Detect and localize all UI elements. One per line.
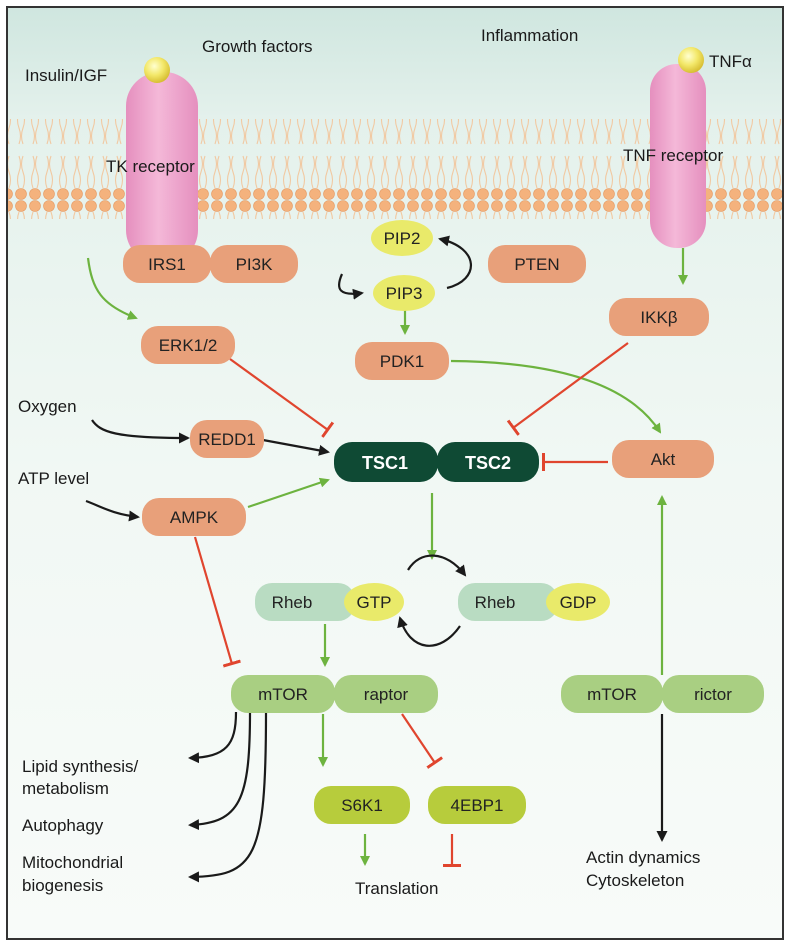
node-pip3: PIP3 [373, 275, 435, 311]
node-gtp-label: GTP [357, 593, 392, 612]
node-4ebp1: 4EBP1 [428, 786, 526, 824]
node-tsc2-label: TSC2 [465, 453, 511, 473]
node-akt-label: Akt [651, 450, 676, 469]
node-ikkb: IKKβ [609, 298, 709, 336]
node-erk: ERK1/2 [141, 326, 235, 364]
arrow-mtor-lipid [188, 711, 238, 764]
label-lipid-1: Lipid synthesis/ [22, 757, 139, 776]
label-mito-1: Mitochondrial [22, 853, 123, 872]
arrow-atp-ampk [85, 499, 140, 522]
node-ampk: AMPK [142, 498, 246, 536]
inhibit-ikkb-tsc [506, 342, 629, 436]
node-s6k1: S6K1 [314, 786, 410, 824]
node-irs1-label: IRS1 [148, 255, 186, 274]
node-pdk1-label: PDK1 [380, 352, 424, 371]
node-s6k1-label: S6K1 [341, 796, 383, 815]
node-pi3k-label: PI3K [236, 255, 274, 274]
arrow-ampk-tsc [247, 477, 330, 509]
node-redd1-label: REDD1 [198, 430, 256, 449]
arrow-pip2-pip3 [337, 273, 364, 300]
node-rheb-gtp-rheb-label: Rheb [272, 593, 313, 612]
inhibit-ampk-mtor [193, 536, 241, 668]
arrow-gdp-to-gtp [397, 616, 461, 647]
arrow-mtor-mito [188, 711, 268, 883]
labels: Growth factors Inflammation Insulin/IGF … [18, 26, 752, 898]
node-mtorc1-mtor-label: mTOR [258, 685, 308, 704]
node-rictor: rictor [662, 675, 764, 713]
node-pi3k: PI3K [210, 245, 298, 283]
arrows [85, 235, 688, 883]
arrow-mtor-autophagy [188, 711, 252, 831]
label-insulin-igf: Insulin/IGF [25, 66, 107, 85]
node-pten-label: PTEN [514, 255, 559, 274]
label-oxygen: Oxygen [18, 397, 77, 416]
label-tk-receptor: TK receptor [106, 157, 195, 176]
node-gdp-label: GDP [560, 593, 597, 612]
label-tnf-alpha: TNFα [709, 52, 752, 71]
node-rheb-gdp-rheb-label: Rheb [475, 593, 516, 612]
label-actin-2: Cytoskeleton [586, 871, 684, 890]
arrow-pdk1-akt [450, 359, 662, 434]
node-pip2-label: PIP2 [384, 229, 421, 248]
arrow-redd1-tsc [262, 438, 330, 456]
node-irs1: IRS1 [123, 245, 211, 283]
arrow-pip3-pip2 [438, 235, 472, 290]
node-pten: PTEN [488, 245, 586, 283]
node-mtorc2-mtor: mTOR [561, 675, 663, 713]
label-atp-level: ATP level [18, 469, 89, 488]
inhibit-raptor-4ebp1 [401, 713, 444, 769]
label-tnf-receptor: TNF receptor [623, 146, 723, 165]
node-pdk1: PDK1 [355, 342, 449, 380]
label-actin-1: Actin dynamics [586, 848, 700, 867]
label-lipid-2: metabolism [22, 779, 109, 798]
tnf-receptor [650, 64, 706, 248]
tnf-ligand [678, 47, 704, 73]
node-erk-label: ERK1/2 [159, 336, 218, 355]
node-akt: Akt [612, 440, 714, 478]
node-ikkb-label: IKKβ [640, 308, 677, 327]
node-tsc1-label: TSC1 [362, 453, 408, 473]
label-mito-2: biogenesis [22, 876, 103, 895]
label-growth-factors: Growth factors [202, 37, 313, 56]
label-autophagy: Autophagy [22, 816, 104, 835]
node-4ebp1-label: 4EBP1 [451, 796, 504, 815]
node-mtorc1-mtor: mTOR [231, 675, 335, 713]
arrow-oxygen-redd1 [91, 419, 190, 444]
insulin-ligand [144, 57, 170, 83]
node-rictor-label: rictor [694, 685, 732, 704]
arrow-gtp-to-gdp [407, 554, 467, 577]
node-raptor: raptor [334, 675, 438, 713]
node-tsc1: TSC1 [334, 442, 438, 482]
label-inflammation: Inflammation [481, 26, 578, 45]
node-rheb-gdp: Rheb GDP [458, 583, 610, 621]
inhibit-erk-tsc [229, 358, 335, 438]
node-redd1: REDD1 [190, 420, 264, 458]
node-pip3-label: PIP3 [386, 284, 423, 303]
node-ampk-label: AMPK [170, 508, 219, 527]
arrow-irs1-erk [86, 257, 138, 320]
node-raptor-label: raptor [364, 685, 409, 704]
label-translation: Translation [355, 879, 438, 898]
node-tsc2: TSC2 [437, 442, 539, 482]
node-pip2: PIP2 [371, 220, 433, 256]
node-mtorc2-mtor-label: mTOR [587, 685, 637, 704]
node-rheb-gtp: Rheb GTP [255, 583, 404, 621]
tk-receptor [126, 72, 198, 264]
